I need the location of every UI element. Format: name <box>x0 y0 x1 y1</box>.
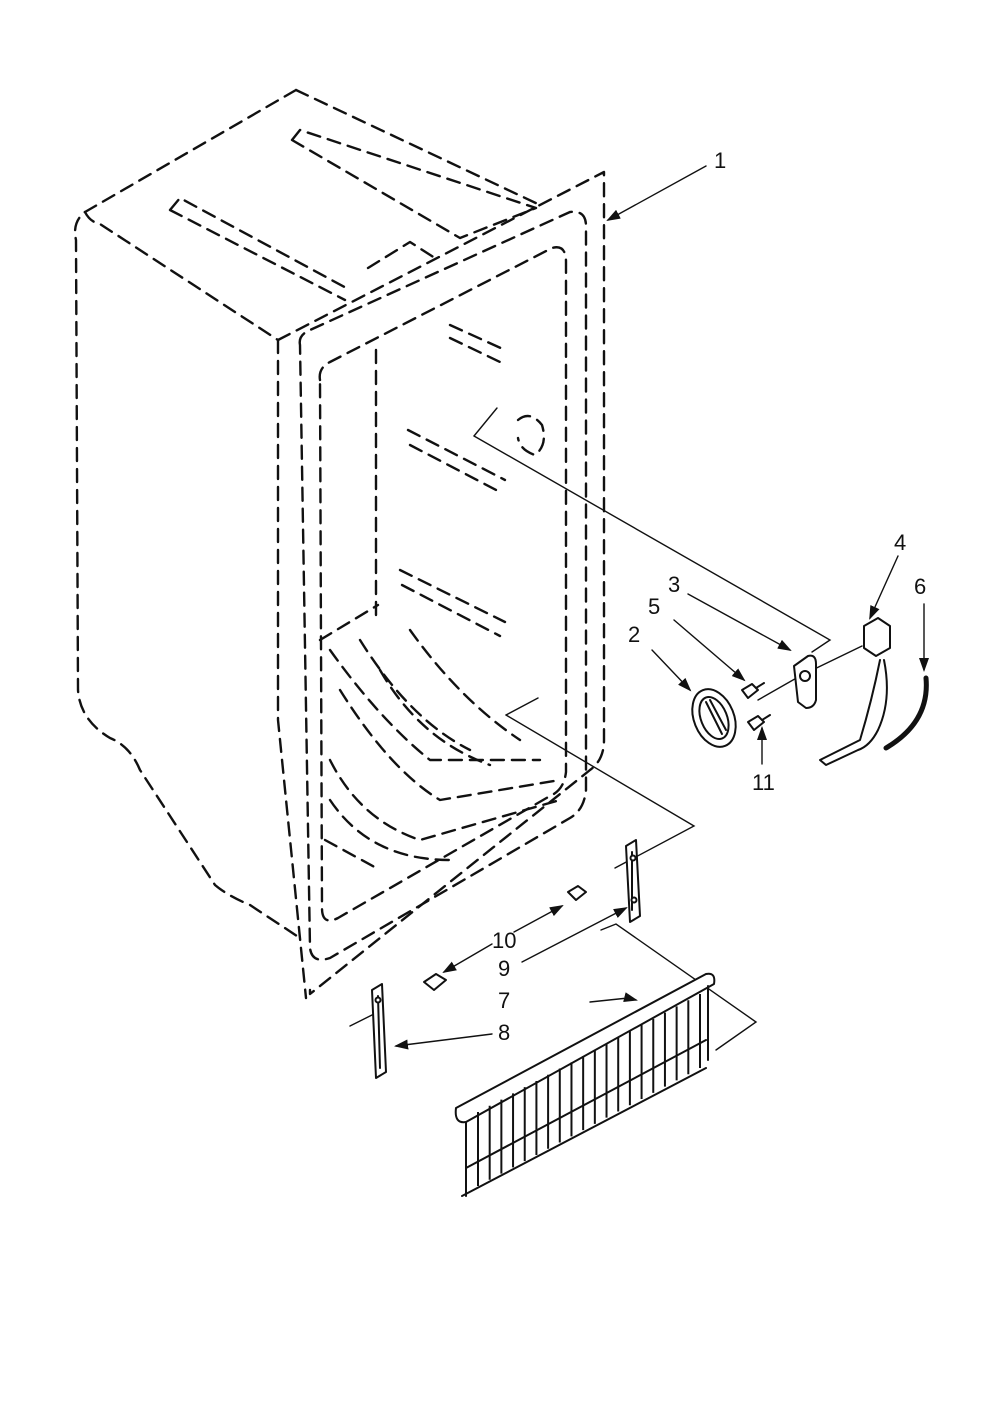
callout-10: 10 <box>492 928 516 953</box>
reference-lines <box>349 407 863 1051</box>
screw-10-upper <box>567 885 587 901</box>
thermostat-knob <box>691 688 737 748</box>
callout-7: 7 <box>498 988 510 1013</box>
callout-2: 2 <box>628 622 640 647</box>
callout-4: 4 <box>894 530 906 555</box>
callout-5: 5 <box>648 594 660 619</box>
screw-11 <box>747 714 771 731</box>
cabinet-liner <box>73 88 606 1000</box>
callout-11: 11 <box>752 770 775 795</box>
callout-labels: 1 2 3 4 5 6 7 8 9 10 11 <box>492 148 926 1045</box>
thermostat-bracket <box>793 654 817 709</box>
wire-shelf <box>454 972 716 1197</box>
callout-9: 9 <box>498 956 510 981</box>
leader-lines <box>394 165 929 1050</box>
capillary-tube <box>883 675 929 751</box>
callout-8: 8 <box>498 1020 510 1045</box>
shelf-bracket-left <box>371 983 387 1079</box>
callout-1: 1 <box>714 148 726 173</box>
callout-6: 6 <box>914 574 926 599</box>
screw-5 <box>741 682 765 699</box>
callout-3: 3 <box>668 572 680 597</box>
shelf-bracket-right <box>625 839 641 923</box>
screw-10-lower <box>423 973 447 991</box>
